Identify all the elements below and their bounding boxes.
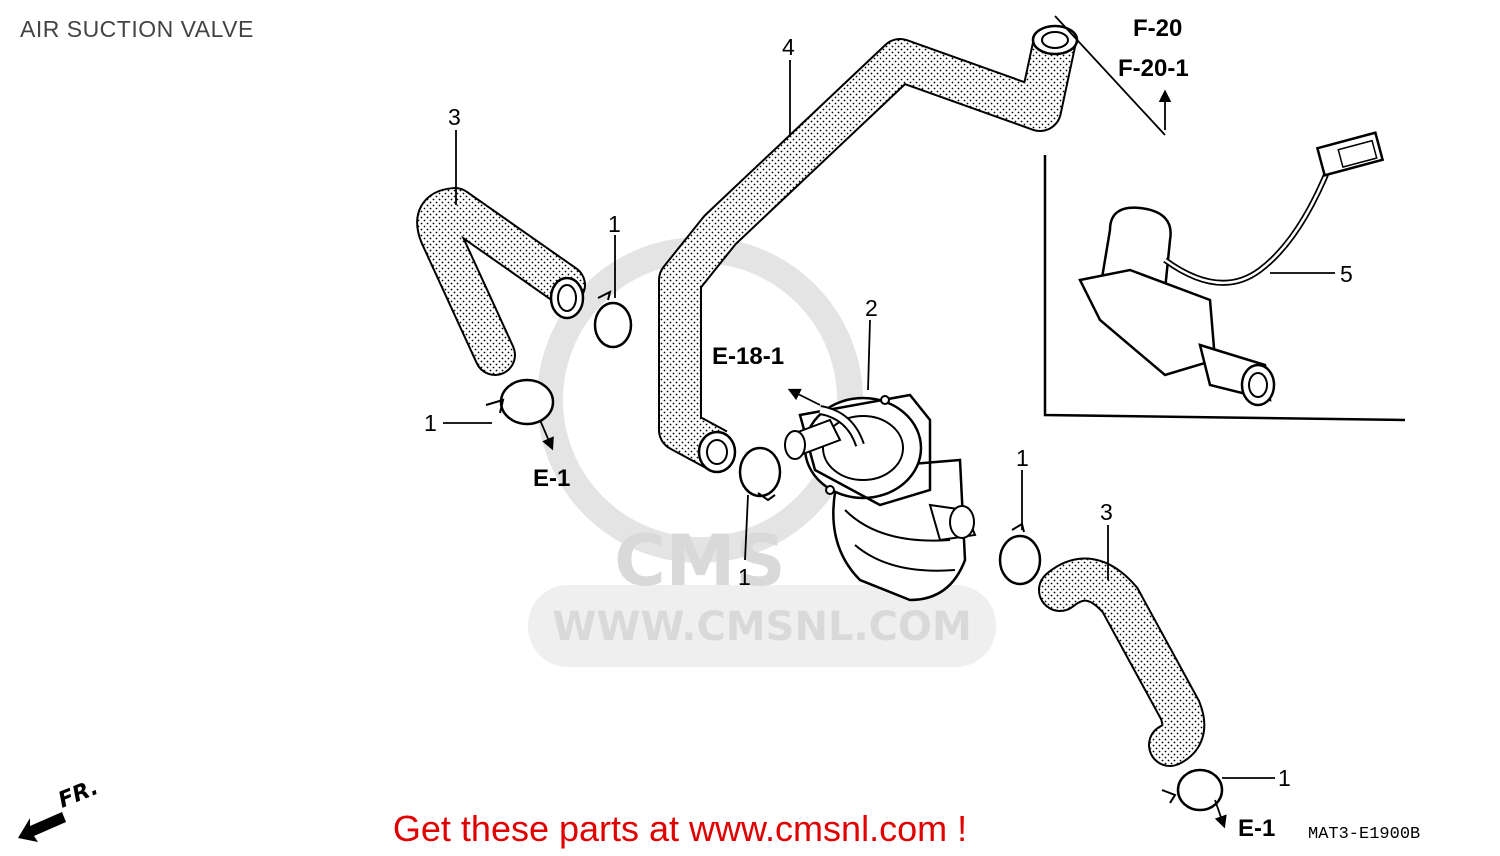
air-suction-valve[interactable] (784, 393, 977, 602)
clip-bottom[interactable] (1161, 768, 1224, 812)
ref-e18-1[interactable]: E-18-1 (712, 343, 784, 370)
valve-assembly-inset[interactable] (1043, 131, 1406, 422)
promo-banner[interactable]: Get these parts at www.cmsnl.com ! (0, 808, 1500, 850)
ref-f20[interactable]: F-20 (1133, 15, 1182, 42)
front-arrow-icon (18, 812, 66, 842)
clip-left[interactable] (485, 378, 555, 426)
watermark-logo: CMS (614, 520, 785, 602)
hose-right[interactable] (1038, 557, 1206, 767)
leader-lines (443, 15, 1335, 829)
callout-clip-top: 1 (608, 211, 621, 237)
callout-clip-center: 1 (738, 564, 751, 590)
ref-e1-bottom[interactable]: E-1 (1238, 815, 1275, 842)
hose-long[interactable] (658, 24, 1079, 474)
clip-center[interactable] (738, 446, 782, 502)
page-title: AIR SUCTION VALVE (20, 16, 254, 42)
callout-hose-right: 3 (1100, 499, 1113, 525)
callout-valve-assy: 5 (1340, 261, 1353, 287)
callout-clip-left: 1 (424, 410, 437, 436)
callout-hose-left: 3 (448, 104, 461, 130)
ref-e1-left[interactable]: E-1 (533, 465, 570, 492)
diagram-code: MAT3-E1900B (1308, 825, 1420, 844)
ref-f20-1[interactable]: F-20-1 (1118, 55, 1189, 82)
callout-valve: 2 (865, 295, 878, 321)
clip-top[interactable] (593, 290, 633, 349)
watermark-url: WWW.CMSNL.COM (552, 604, 972, 650)
hose-left[interactable] (416, 187, 586, 376)
clip-right[interactable] (998, 522, 1042, 586)
callout-hose-long: 4 (782, 34, 795, 60)
callout-clip-bottom: 1 (1278, 765, 1291, 791)
promo-text[interactable]: Get these parts at www.cmsnl.com ! (392, 808, 968, 849)
callout-clip-right: 1 (1016, 445, 1029, 471)
